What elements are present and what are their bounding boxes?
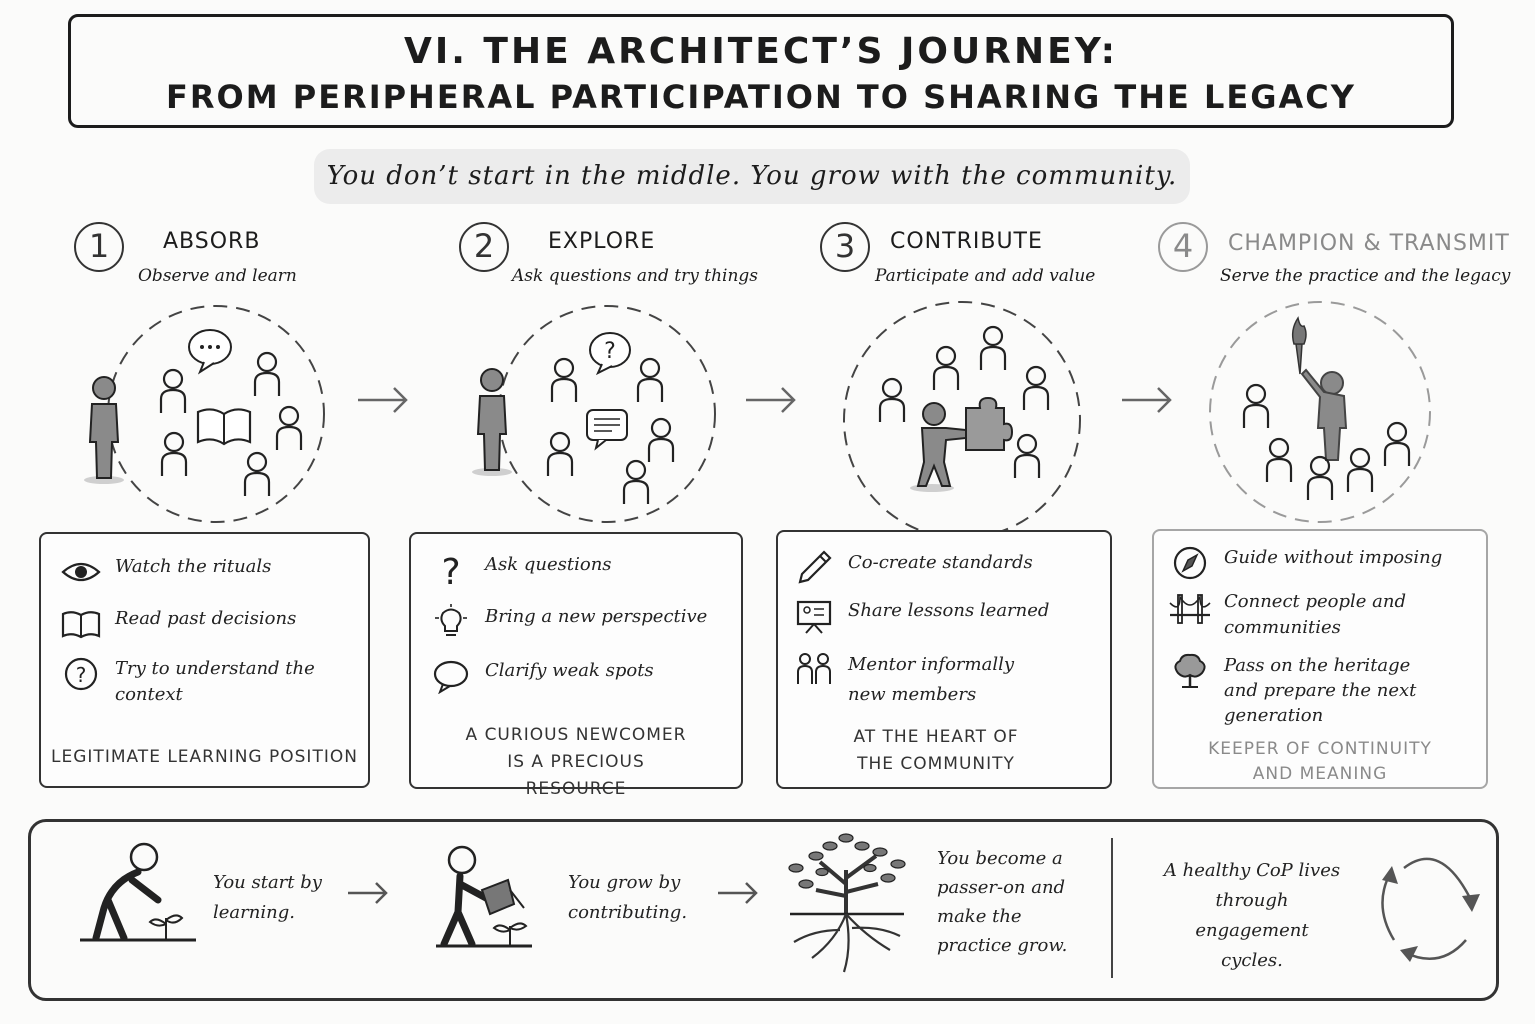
presentation-board-icon bbox=[796, 600, 832, 634]
list-item: Mentor informally new members bbox=[794, 650, 1028, 710]
step-2-title: EXPLORE bbox=[548, 229, 656, 254]
arrow-right-3 bbox=[1122, 387, 1172, 413]
absorb-scene bbox=[83, 305, 325, 523]
step-4-number: 4 bbox=[1158, 222, 1208, 272]
list-item: ? Try to understand the context bbox=[61, 656, 315, 708]
title-line-2: FROM PERIPHERAL PARTICIPATION TO SHARING… bbox=[166, 78, 1356, 116]
step-4-title: CHAMPION & TRANSMIT bbox=[1228, 231, 1510, 256]
question-mark-icon: ? bbox=[441, 552, 460, 588]
puzzle-piece-icon bbox=[965, 396, 1014, 451]
explore-card: ? Ask questions Bring a new perspective … bbox=[409, 532, 743, 799]
question-circle-icon: ? bbox=[64, 657, 98, 691]
step-2-subtitle: Ask questions and try things bbox=[512, 266, 759, 286]
list-item: Bring a new perspective bbox=[431, 604, 707, 640]
card-footer: AT THE HEART OF THE COMMUNITY bbox=[853, 727, 1019, 774]
champion-scene bbox=[1209, 301, 1431, 523]
question-bubble-icon: ? bbox=[589, 332, 631, 376]
card-footer: LEGITIMATE LEARNING POSITION bbox=[51, 747, 358, 767]
svg-text:?: ? bbox=[604, 339, 616, 364]
list-item: Clarify weak spots bbox=[431, 658, 654, 694]
stage-illustrations: ? bbox=[83, 301, 1431, 530]
lightbulb-icon bbox=[435, 604, 467, 636]
list-item: Connect people and communities bbox=[1166, 589, 1424, 641]
explore-scene: ? bbox=[471, 305, 716, 523]
title-line-1: VI. THE ARCHITECT’S JOURNEY: bbox=[403, 31, 1119, 72]
step-1-number: 1 bbox=[74, 222, 124, 272]
tree-icon bbox=[1174, 653, 1206, 688]
open-book-icon bbox=[196, 408, 252, 446]
torch-icon bbox=[1291, 316, 1307, 375]
note-bubble-icon bbox=[586, 409, 628, 451]
absorb-card: Watch the rituals Read past decisions ? … bbox=[39, 532, 370, 788]
summary-start-text: You start by learning. bbox=[213, 872, 322, 923]
arrow-right-2 bbox=[746, 387, 796, 413]
eye-icon bbox=[61, 562, 101, 582]
bridge-icon bbox=[1169, 594, 1211, 624]
step-1-title: ABSORB bbox=[163, 229, 261, 254]
list-item: Share lessons learned bbox=[794, 598, 1049, 634]
card-footer: A CURIOUS NEWCOMER IS A PRECIOUS RESOURC… bbox=[465, 725, 687, 799]
summary-become-text: You become a passer-on and make the prac… bbox=[937, 848, 1068, 956]
summary-grow-text: You grow by contributing. bbox=[568, 872, 688, 923]
contributor-figure bbox=[910, 402, 967, 492]
chat-bubble-icon bbox=[188, 329, 232, 375]
list-item: Pass on the heritage and prepare the nex… bbox=[1170, 653, 1434, 728]
summary-panel bbox=[28, 819, 1499, 1001]
pencil-icon bbox=[798, 550, 832, 584]
svg-text:?: ? bbox=[76, 663, 87, 687]
step-4-subtitle: Serve the practice and the legacy bbox=[1220, 266, 1511, 286]
champion-figure bbox=[1300, 368, 1348, 461]
arrow-right-1 bbox=[358, 387, 408, 413]
list-item: ? Ask questions bbox=[431, 552, 611, 588]
title-banner: VI. THE ARCHITECT’S JOURNEY: FROM PERIPH… bbox=[68, 14, 1454, 128]
list-item: Guide without imposing bbox=[1170, 545, 1442, 581]
compass-icon bbox=[1173, 546, 1207, 580]
summary-cycle-text: A healthy CoP lives through engagement c… bbox=[1163, 860, 1341, 971]
tagline: You don’t start in the middle. You grow … bbox=[314, 149, 1190, 204]
list-item: Co-create standards bbox=[794, 550, 1033, 586]
card-footer: KEEPER OF CONTINUITY AND MEANING bbox=[1208, 739, 1432, 784]
open-book-icon bbox=[61, 611, 101, 639]
contribute-card: Co-create standards Share lessons learne… bbox=[776, 530, 1112, 789]
step-2-number: 2 bbox=[459, 222, 509, 272]
explorer-figure bbox=[471, 368, 513, 477]
svg-text:?: ? bbox=[441, 552, 460, 588]
newcomer-figure bbox=[83, 376, 125, 485]
step-3-title: CONTRIBUTE bbox=[890, 229, 1043, 254]
step-3-subtitle: Participate and add value bbox=[875, 266, 1096, 286]
champion-card: Guide without imposing Connect people an… bbox=[1152, 529, 1488, 789]
two-people-icon bbox=[797, 653, 831, 684]
contribute-scene bbox=[843, 301, 1081, 530]
step-3-number: 3 bbox=[820, 222, 870, 272]
step-1-subtitle: Observe and learn bbox=[138, 266, 297, 286]
list-item: Watch the rituals bbox=[61, 554, 271, 590]
speech-bubble-icon bbox=[433, 660, 469, 694]
list-item: Read past decisions bbox=[61, 606, 296, 642]
